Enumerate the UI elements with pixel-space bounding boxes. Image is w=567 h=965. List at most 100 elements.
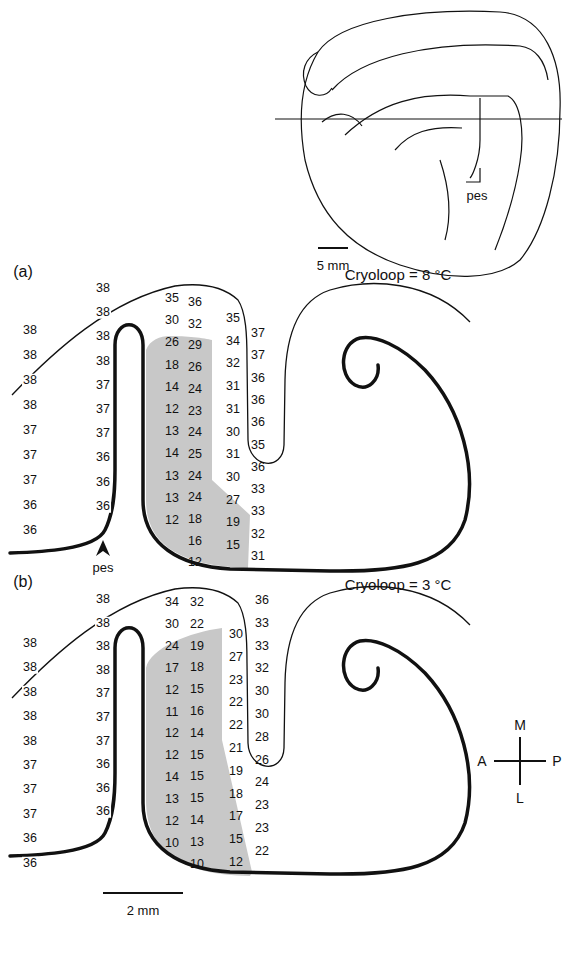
temperature-reading: 30 <box>226 426 240 439</box>
temperature-reading: 32 <box>226 357 240 370</box>
scale-label: 2 mm <box>127 904 160 917</box>
scale-bar <box>318 247 348 249</box>
temperature-reading: 16 <box>188 535 202 548</box>
temperature-reading: 38 <box>95 282 111 295</box>
temperature-reading: 13 <box>165 470 179 483</box>
axis-letter: M <box>514 718 526 732</box>
temperature-reading: 27 <box>229 651 243 664</box>
temperature-reading: 22 <box>190 618 204 631</box>
temperature-reading: 22 <box>255 845 269 858</box>
temperature-reading: 38 <box>22 374 38 387</box>
temperature-reading: 36 <box>251 372 265 385</box>
temperature-reading: 15 <box>190 792 204 805</box>
temperature-reading: 31 <box>251 550 265 563</box>
temperature-reading: 37 <box>22 759 38 772</box>
pes-arrowhead <box>96 540 110 556</box>
cooled-region <box>146 336 250 568</box>
temperature-reading: 12 <box>165 403 179 416</box>
temperature-reading: 36 <box>95 805 111 818</box>
white-matter-border <box>10 325 469 571</box>
temperature-reading: 24 <box>255 776 269 789</box>
temperature-reading: 15 <box>226 539 240 552</box>
temperature-reading: 35 <box>226 312 240 325</box>
temperature-reading: 38 <box>95 330 111 343</box>
temperature-reading: 38 <box>22 661 38 674</box>
temperature-reading: 30 <box>165 314 179 327</box>
temperature-reading: 38 <box>95 617 111 630</box>
temperature-reading: 12 <box>165 684 179 697</box>
temperature-reading: 14 <box>190 727 204 740</box>
temperature-reading: 36 <box>22 857 38 870</box>
temperature-reading: 38 <box>95 355 111 368</box>
temperature-reading: 33 <box>255 617 269 630</box>
temperature-reading: 28 <box>255 731 269 744</box>
panel-title: Cryoloop = 3 °C <box>345 577 451 592</box>
temperature-reading: 37 <box>251 349 265 362</box>
temperature-reading: 34 <box>226 335 240 348</box>
temperature-reading: 13 <box>165 492 179 505</box>
sulcus-label: pes <box>93 561 114 574</box>
temperature-reading: 16 <box>190 705 204 718</box>
axis-letter: P <box>552 754 561 768</box>
temperature-reading: 37 <box>22 424 38 437</box>
temperature-reading: 31 <box>226 380 240 393</box>
axis-letter: L <box>516 791 524 805</box>
panel-letter: (b) <box>13 574 33 590</box>
temperature-reading: 29 <box>188 339 202 352</box>
temperature-reading: 38 <box>95 593 111 606</box>
temperature-reading: 38 <box>95 664 111 677</box>
compass-axis <box>494 760 546 762</box>
temperature-reading: 14 <box>165 771 179 784</box>
temperature-reading: 12 <box>188 556 202 569</box>
temperature-reading: 37 <box>22 449 38 462</box>
temperature-reading: 25 <box>188 448 202 461</box>
temperature-reading: 33 <box>251 505 265 518</box>
brain-outline <box>301 11 560 276</box>
temperature-reading: 38 <box>22 399 38 412</box>
scale-bar <box>103 892 183 894</box>
temperature-reading: 27 <box>226 494 240 507</box>
temperature-reading: 30 <box>255 708 269 721</box>
temperature-reading: 37 <box>95 711 111 724</box>
temperature-reading: 26 <box>255 754 269 767</box>
white-matter-border <box>10 628 469 874</box>
temperature-reading: 35 <box>165 292 179 305</box>
axis-letter: A <box>477 754 486 768</box>
pial-surface <box>12 587 470 767</box>
temperature-reading: 10 <box>190 858 204 871</box>
temperature-reading: 26 <box>188 361 202 374</box>
temperature-reading: 24 <box>165 640 179 653</box>
temperature-reading: 37 <box>95 735 111 748</box>
temperature-reading: 36 <box>188 296 202 309</box>
temperature-reading: 13 <box>165 793 179 806</box>
cooled-region <box>146 628 252 876</box>
temperature-reading: 18 <box>190 661 204 674</box>
temperature-reading: 38 <box>22 324 38 337</box>
temperature-reading: 38 <box>22 349 38 362</box>
sulcus-label: pes <box>467 189 488 202</box>
temperature-reading: 18 <box>229 788 243 801</box>
section-line <box>275 118 562 119</box>
temperature-reading: 15 <box>190 683 204 696</box>
temperature-reading: 32 <box>255 662 269 675</box>
temperature-reading: 19 <box>190 640 204 653</box>
temperature-reading: 30 <box>165 618 179 631</box>
temperature-reading: 36 <box>22 832 38 845</box>
temperature-reading: 30 <box>226 471 240 484</box>
temperature-reading: 13 <box>165 425 179 438</box>
temperature-reading: 24 <box>188 470 202 483</box>
temperature-reading: 32 <box>251 528 265 541</box>
temperature-reading: 14 <box>165 447 179 460</box>
temperature-reading: 36 <box>95 500 111 513</box>
temperature-reading: 22 <box>229 719 243 732</box>
temperature-reading: 32 <box>190 596 204 609</box>
temperature-reading: 15 <box>229 833 243 846</box>
temperature-reading: 37 <box>95 687 111 700</box>
temperature-reading: 15 <box>190 749 204 762</box>
temperature-reading: 24 <box>188 426 202 439</box>
temperature-reading: 33 <box>255 640 269 653</box>
temperature-reading: 38 <box>95 306 111 319</box>
temperature-reading: 22 <box>229 696 243 709</box>
temperature-reading: 26 <box>165 336 179 349</box>
